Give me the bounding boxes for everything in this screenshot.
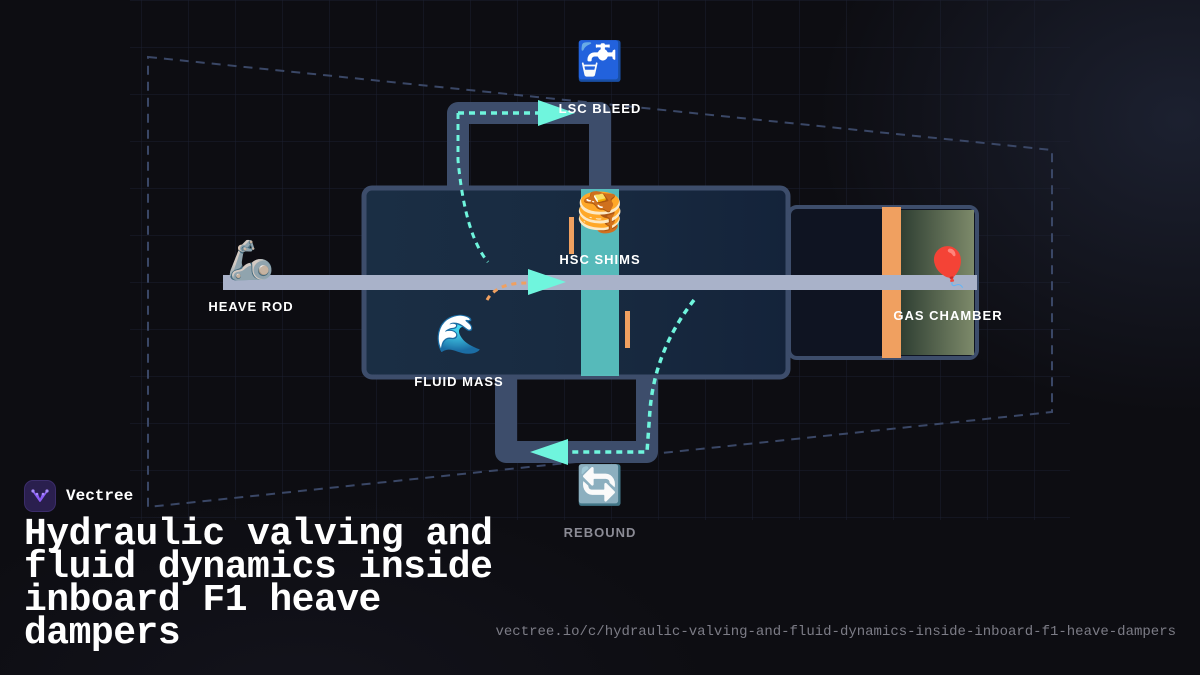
brand[interactable]: Vectree — [24, 479, 133, 513]
compression-flow-curve — [485, 281, 531, 301]
heave-rod-label: HEAVE ROD — [208, 299, 294, 314]
brand-name: Vectree — [66, 487, 134, 505]
shim-indicator — [569, 217, 574, 254]
rebound-label: REBOUND — [563, 525, 637, 540]
vectree-logo-icon — [24, 480, 56, 512]
balloon-icon: 🎈 — [924, 245, 972, 289]
mechanical-arm-icon: 🦾 — [227, 238, 275, 282]
page-url[interactable]: vectree.io/c/hydraulic-valving-and-fluid… — [495, 624, 1176, 640]
rebound-flow-line — [570, 298, 696, 454]
fluid-mass-label: FLUID MASS — [414, 374, 504, 389]
gas-chamber-label: GAS CHAMBER — [893, 308, 1003, 323]
perspective-frame — [147, 55, 1053, 509]
bleed-flow-arrow — [538, 100, 575, 126]
page-title: Hydraulic valving and fluid dynamics ins… — [24, 513, 493, 655]
wave-icon: 🌊 — [435, 312, 483, 356]
bleed-flow-curve — [456, 113, 490, 263]
hsc-shims-label: HSC SHIMS — [559, 252, 641, 267]
lsc-bleed-label: LSC BLEED — [558, 101, 642, 116]
cycle-arrows-icon: 🔄 — [576, 463, 624, 507]
shim-indicator — [625, 311, 630, 348]
heave-rod-shaft — [223, 275, 977, 290]
pancakes-icon: 🥞 — [576, 190, 624, 234]
faucet-icon: 🚰 — [576, 39, 624, 83]
compression-flow-arrow — [528, 269, 566, 295]
vectree-logo-mark — [31, 489, 49, 502]
rebound-flow-arrow — [530, 439, 568, 465]
